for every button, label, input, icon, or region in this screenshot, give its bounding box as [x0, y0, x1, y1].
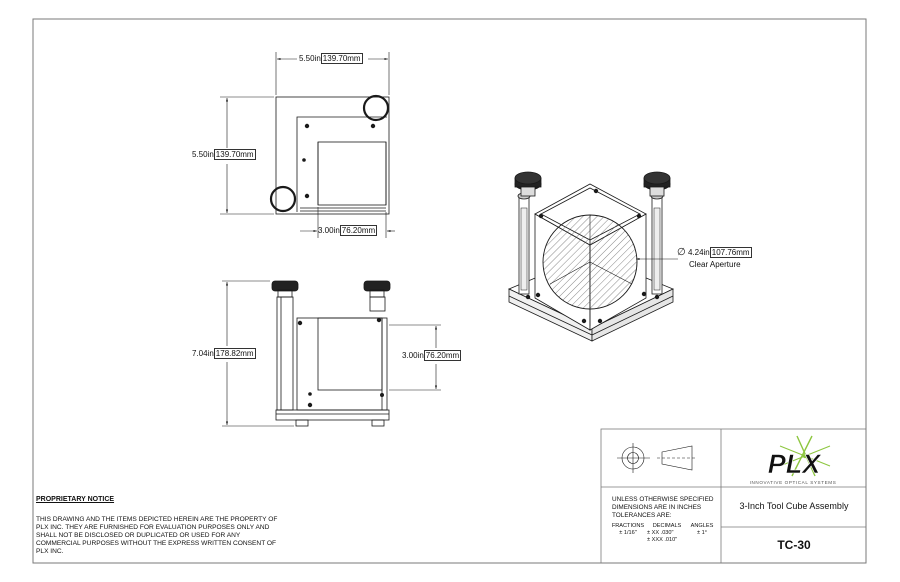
notice-line: PLX INC. THEY ARE FURNISHED FOR EVALUATI…: [36, 524, 270, 531]
plx-logo: PLX INNOVATIVE OPTICAL SYSTEMS: [750, 435, 837, 485]
top-inner-dim-in: 3.00in: [318, 226, 340, 235]
logo-tagline: INNOVATIVE OPTICAL SYSTEMS: [750, 480, 837, 485]
front-view-knob-left: [271, 280, 299, 292]
front-height-dim-mm: 178.82mm: [213, 348, 256, 359]
aperture-dim-in: 4.24in: [687, 248, 710, 257]
top-width-dim-mm: 139.70mm: [320, 53, 363, 64]
diameter-symbol-icon: ∅: [677, 247, 686, 258]
front-cube-dim-mm: 76.20mm: [423, 350, 462, 361]
top-height-dim-mm: 139.70mm: [213, 149, 256, 160]
sheet-border: [32, 18, 867, 564]
title-block: [600, 428, 867, 564]
tolerance-fractions: FRACTIONS ± 1/16": [610, 523, 646, 537]
decimals-xxx: ± XXX .010": [647, 537, 678, 543]
notice-body: THIS DRAWING AND THE ITEMS DEPICTED HERE…: [36, 516, 296, 556]
part-number: TC-30: [777, 538, 811, 552]
top-view-inner-l: [296, 116, 387, 212]
top-height-dim-in: 5.50in: [192, 150, 214, 159]
decimals-header: DECIMALS: [652, 523, 682, 529]
notice-line: PLX INC.: [36, 548, 64, 555]
notice-line: SHALL NOT BE DISCLOSED OR DUPLICATED OR …: [36, 532, 241, 539]
drawing-title: 3-Inch Tool Cube Assembly: [739, 501, 849, 511]
front-height-dim-in: 7.04in: [192, 349, 214, 358]
front-view-base-plate: [275, 409, 390, 421]
notice-line: THIS DRAWING AND THE ITEMS DEPICTED HERE…: [36, 516, 278, 523]
tolerance-line: DIMENSIONS ARE IN INCHES: [612, 504, 702, 511]
top-view: [269, 94, 390, 215]
top-view-knob-bottom: [269, 185, 297, 213]
iso-view: [508, 171, 678, 342]
front-view-cube: [296, 317, 388, 411]
top-view-knob-top: [362, 94, 390, 122]
tolerance-block: UNLESS OTHERWISE SPECIFIED DIMENSIONS AR…: [612, 496, 716, 520]
projection-symbol-icon: [617, 443, 697, 473]
aperture-caption: Clear Aperture: [689, 260, 741, 269]
top-width-dim-in: 5.50in: [299, 54, 321, 63]
top-view-cube: [317, 141, 387, 206]
top-inner-dim-mm: 76.20mm: [339, 225, 378, 236]
fractions-header: FRACTIONS: [611, 523, 645, 529]
top-view-dimensions: [220, 52, 395, 238]
front-view-dimensions: [222, 280, 441, 427]
notice-title: PROPRIETARY NOTICE: [36, 496, 115, 503]
front-view: [271, 280, 391, 427]
angles-value: ± 1°: [697, 530, 707, 536]
front-view-knob-right: [363, 280, 391, 292]
aperture-dim-mm: 107.76mm: [709, 247, 752, 258]
tolerance-angles: ANGLES ± 1°: [688, 523, 716, 537]
front-view-post: [276, 296, 294, 411]
front-view-post-right: [369, 296, 386, 312]
tolerance-decimals: DECIMALS ± XX .030" ± XXX .010": [647, 523, 687, 544]
top-view-base-plate: [275, 96, 390, 215]
fractions-value: ± 1/16": [619, 530, 637, 536]
front-cube-dim-in: 3.00in: [402, 351, 424, 360]
angles-header: ANGLES: [690, 523, 714, 529]
decimals-xx: ± XX .030": [647, 530, 674, 536]
notice-line: COMMERCIAL PURPOSES WITHOUT THE EXPRESS …: [36, 540, 277, 547]
tolerance-line: UNLESS OTHERWISE SPECIFIED: [612, 496, 714, 503]
proprietary-notice: PROPRIETARY NOTICE THIS DRAWING AND THE …: [36, 496, 296, 556]
logo-text: PLX: [768, 449, 823, 479]
tolerance-line: TOLERANCES ARE:: [612, 512, 672, 519]
